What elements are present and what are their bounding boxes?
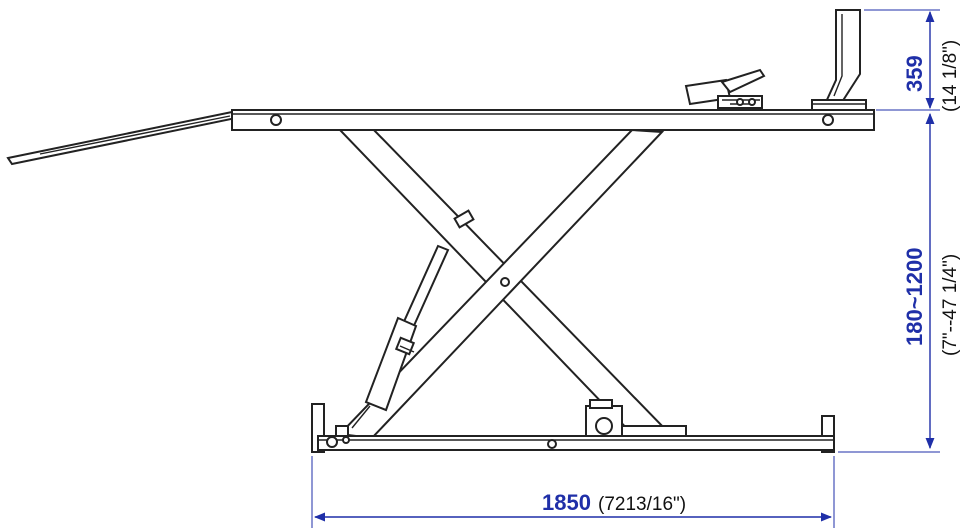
- dimension-lift-range: 180~1200 (7"--47 1/4"): [838, 112, 961, 453]
- dimension-top-height: 359 (14 1/8"): [864, 9, 961, 112]
- length-imperial: (7213/16"): [598, 494, 686, 515]
- side-stand: [684, 68, 766, 109]
- base-frame: [311, 403, 835, 453]
- pump-unit: [585, 399, 687, 437]
- wheel-clamp: [811, 9, 867, 111]
- roller-icon: [547, 439, 557, 449]
- roller-icon: [822, 114, 834, 126]
- pivot-icon: [500, 277, 510, 287]
- top-height-value: 359: [902, 55, 927, 92]
- dimension-length: 1850 (7213/16"): [311, 456, 835, 528]
- roller-icon: [270, 114, 282, 126]
- lift-range-imperial: (7"--47 1/4"): [940, 254, 961, 356]
- platform: [231, 109, 875, 131]
- roller-icon: [326, 436, 338, 448]
- length-value: 1850: [542, 490, 591, 515]
- top-height-imperial: (14 1/8"): [940, 40, 961, 112]
- hydraulic-cylinder: [351, 209, 475, 429]
- lift-range-value: 180~1200: [902, 248, 927, 347]
- ramp: [6, 110, 238, 166]
